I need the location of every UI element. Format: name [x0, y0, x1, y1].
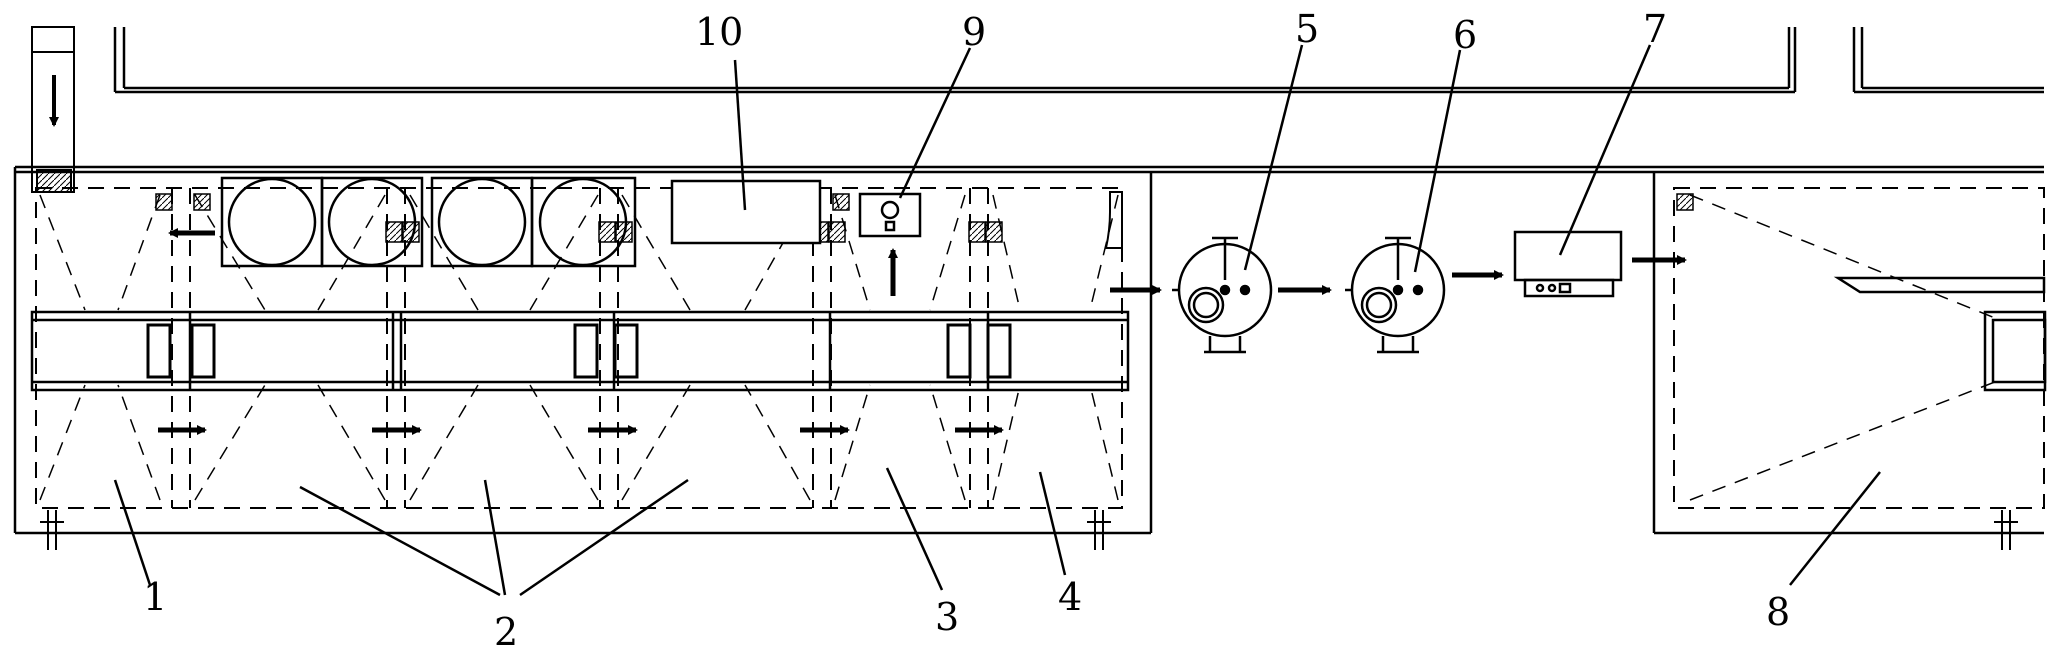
drum-units: [220, 176, 637, 268]
label-5: 5: [1295, 7, 1319, 51]
ceiling-lamps: [155, 193, 1694, 243]
label-8: 8: [1766, 590, 1790, 634]
label-10: 10: [695, 10, 743, 54]
box-9: [858, 192, 922, 238]
label-3: 3: [935, 595, 959, 639]
tank-6: [1345, 236, 1446, 354]
column-marks: [40, 510, 2018, 550]
diagonal-guides: [39, 194, 2001, 501]
wall-fixture: [1104, 191, 1123, 249]
label-2: 2: [494, 610, 518, 654]
box-10: [670, 179, 822, 245]
drum-unit-a: [220, 176, 324, 268]
label-6: 6: [1453, 13, 1477, 57]
label-1: 1: [143, 575, 167, 619]
label-4: 4: [1058, 575, 1082, 619]
zone-8-equipment: [1833, 276, 2047, 392]
tank-5: [1172, 236, 1273, 354]
leader-lines: [113, 44, 1881, 597]
label-9: 9: [962, 10, 986, 54]
unit-7: [1513, 230, 1623, 298]
flow-arrows: [158, 228, 1687, 435]
label-7: 7: [1643, 7, 1667, 51]
building-walls: [13, 27, 2044, 535]
main-conveyor: [30, 310, 1130, 392]
inlet-chute: [31, 26, 75, 193]
drum-unit-c: [430, 176, 534, 268]
